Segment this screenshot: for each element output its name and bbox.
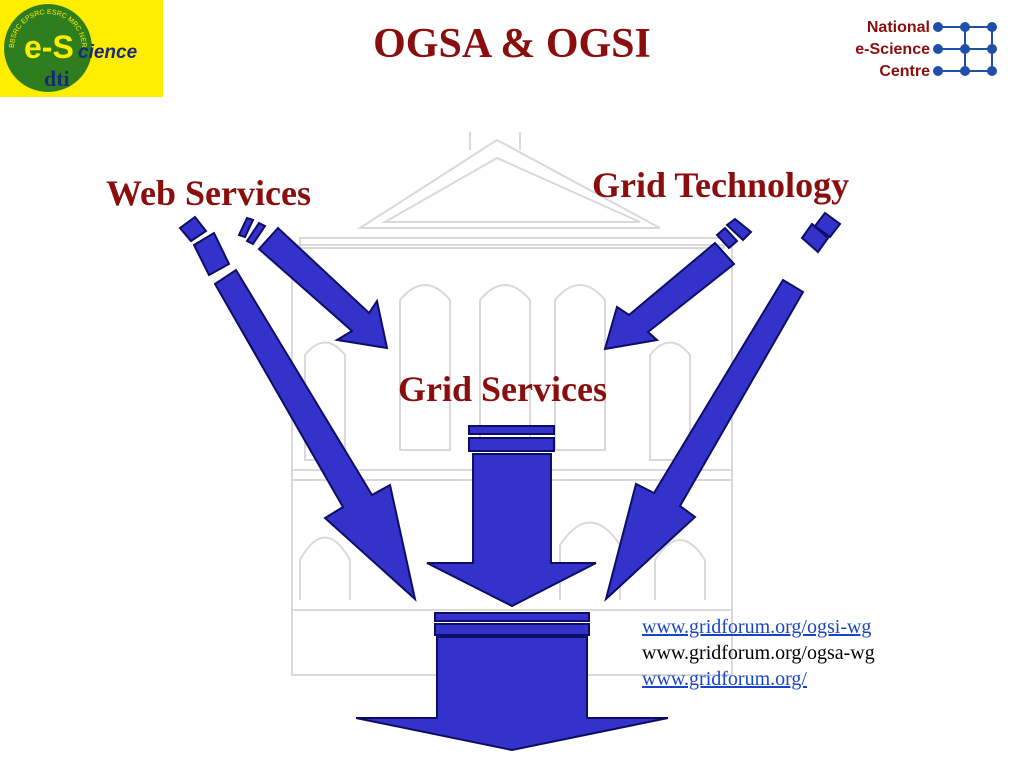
arrow-grid-tech-to-bottom (604, 211, 842, 603)
label-grid-technology: Grid Technology (592, 165, 850, 205)
arrow-web-to-grid-services (237, 216, 389, 350)
nesc-grid-nodes (933, 22, 997, 76)
logo-circle (4, 4, 92, 92)
escience-logo-graphic: BBSRC EPSRC ESRC MRC NERC PPARC CCLRC e-… (0, 0, 138, 92)
logo-escience-dti: BBSRC EPSRC ESRC MRC NERC PPARC CCLRC e-… (0, 0, 163, 97)
nesc-line-2: e-Science (855, 41, 930, 58)
arrow-shapes (178, 211, 842, 752)
logo-main-text: e-S (24, 29, 74, 65)
slide-title: OGSA & OGSI (373, 21, 651, 67)
logo-sub-text: dti (44, 66, 70, 91)
arrow-grid-services-down (426, 425, 597, 608)
text-ogsa-wg: www.gridforum.org/ogsa-wg (642, 642, 875, 664)
reference-links: www.gridforum.org/ogsi-wg www.gridforum.… (642, 614, 875, 692)
link-gridforum[interactable]: www.gridforum.org/ (642, 668, 807, 690)
label-grid-services: Grid Services (398, 369, 607, 409)
logo-suffix-text: cience (78, 42, 138, 63)
nesc-line-1: National (867, 19, 930, 36)
nesc-logo-graphic: National e-Science Centre (855, 19, 997, 80)
nesc-line-3: Centre (879, 63, 930, 80)
arrow-web-to-bottom (178, 215, 417, 602)
link-ogsi-wg[interactable]: www.gridforum.org/ogsi-wg (642, 616, 872, 638)
arrow-grid-tech-to-grid-services (603, 217, 753, 351)
logo-national-escience-centre: National e-Science Centre (842, 12, 1004, 84)
arrow-output-down (355, 612, 669, 752)
label-web-services: Web Services (106, 173, 311, 213)
